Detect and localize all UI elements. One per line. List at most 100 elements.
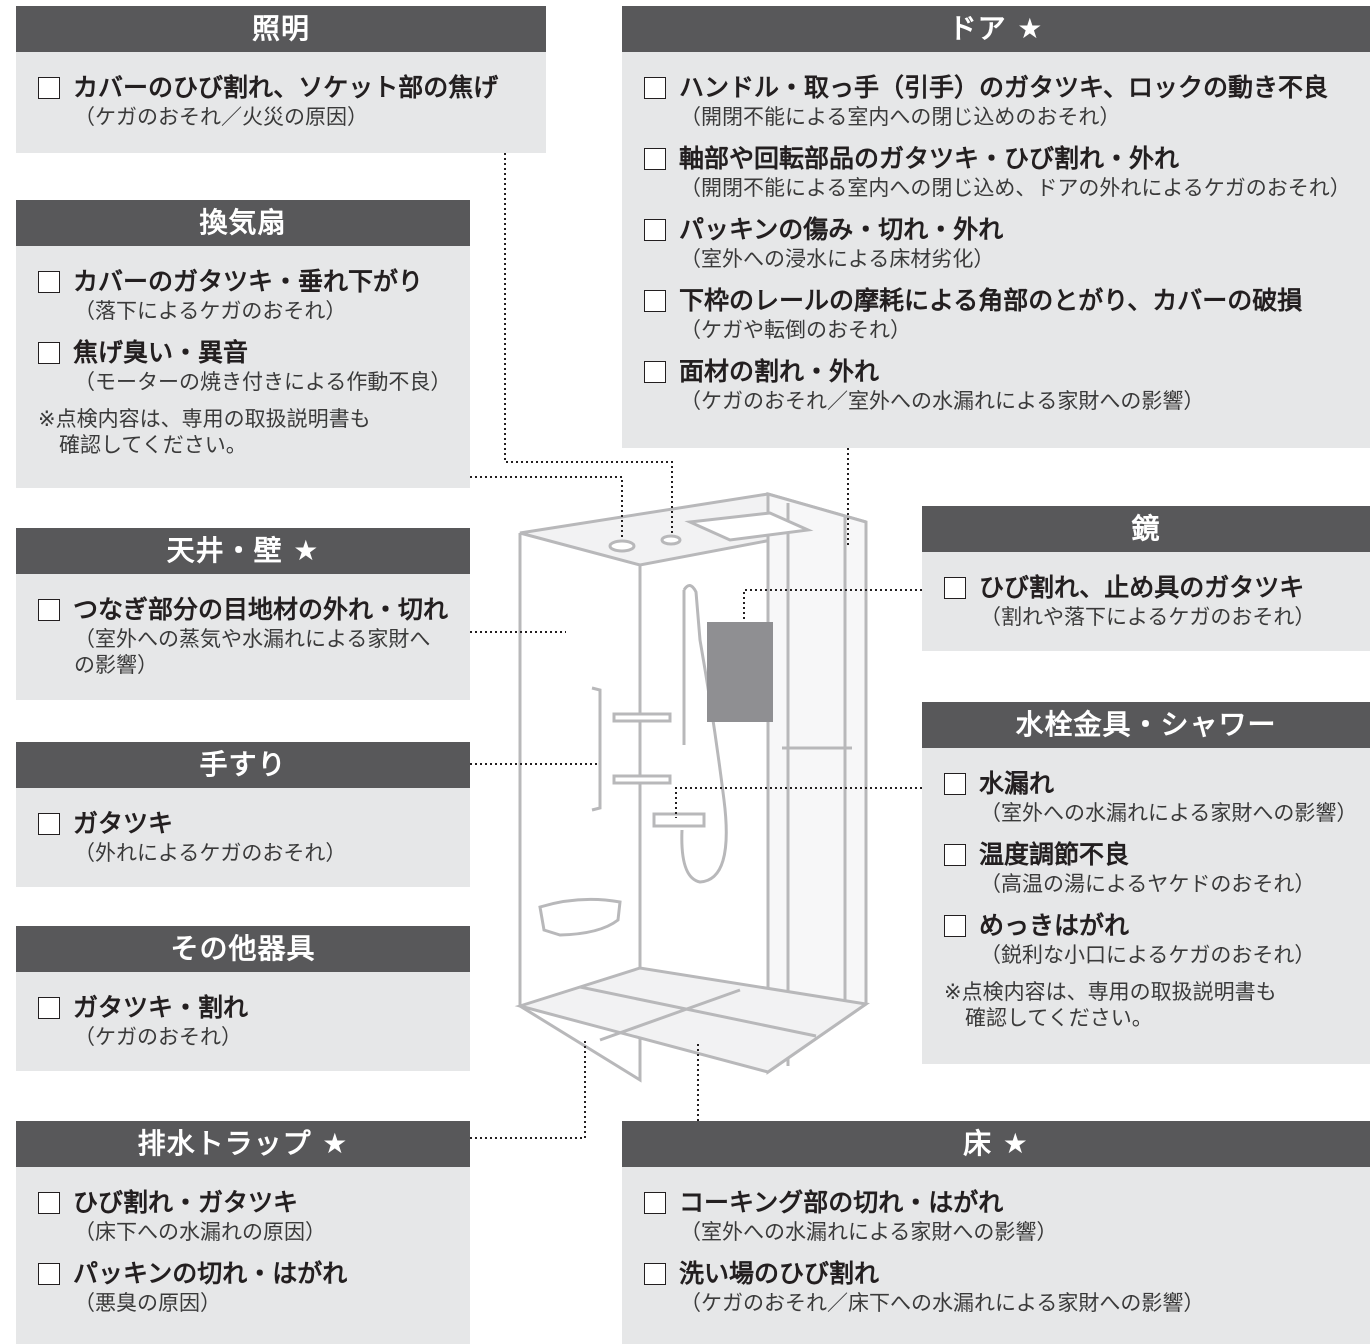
item-label: パッキンの傷み・切れ・外れ bbox=[679, 215, 1004, 244]
checklist-item: 洗い場のひび割れ （ケガのおそれ／床下への水漏れによる家財への影響） bbox=[644, 1258, 1370, 1316]
checklist-item: 下枠のレールの摩耗による角部のとがり、カバーの破損 （ケガや転倒のおそれ） bbox=[644, 285, 1370, 343]
item-label: 軸部や回転部品のガタツキ・ひび割れ・外れ bbox=[679, 144, 1180, 173]
panel-title: 照明 bbox=[16, 6, 546, 52]
footnote: ※点検内容は、専用の取扱説明書も 確認してください。 bbox=[38, 407, 371, 457]
checkbox[interactable] bbox=[644, 148, 666, 170]
item-note: （高温の湯によるヤケドのおそれ） bbox=[980, 872, 1316, 896]
item-note: （室外への浸水による床材劣化） bbox=[680, 247, 995, 271]
checkbox[interactable] bbox=[38, 77, 60, 99]
panel-ceiling-wall: 天井・壁 ★ つなぎ部分の目地材の外れ・切れ （室外への蒸気や水漏れによる家財へ… bbox=[16, 528, 470, 700]
checkbox[interactable] bbox=[644, 77, 666, 99]
checkbox[interactable] bbox=[38, 997, 60, 1019]
panel-title: ドア ★ bbox=[622, 6, 1370, 52]
item-note: （ケガのおそれ） bbox=[74, 1025, 242, 1049]
panel-door: ドア ★ ハンドル・取っ手（引手）のガタツキ、ロックの動き不良 （開閉不能による… bbox=[622, 6, 1370, 448]
item-note: （室外への蒸気や水漏れによる家財へ の影響） bbox=[74, 627, 431, 677]
item-note: （モーターの焼き付きによる作動不良） bbox=[74, 370, 452, 394]
panel-title: 換気扇 bbox=[16, 200, 470, 246]
item-label: カバーのガタツキ・垂れ下がり bbox=[73, 267, 424, 296]
item-note: （ケガのおそれ／床下への水漏れによる家財への影響） bbox=[680, 1291, 1205, 1315]
item-note: （床下への水漏れの原因） bbox=[74, 1220, 326, 1244]
checklist-item: ガタツキ・割れ （ケガのおそれ） bbox=[38, 992, 470, 1050]
item-label: 下枠のレールの摩耗による角部のとがり、カバーの破損 bbox=[679, 286, 1303, 315]
checklist-item: ガタツキ （外れによるケガのおそれ） bbox=[38, 808, 470, 866]
item-note: （開閉不能による室内への閉じ込め、ドアの外れによるケガのおそれ） bbox=[680, 176, 1351, 200]
item-note: （落下によるケガのおそれ） bbox=[74, 299, 347, 323]
checkbox[interactable] bbox=[944, 915, 966, 937]
item-note: （ケガや転倒のおそれ） bbox=[680, 318, 911, 342]
checkbox[interactable] bbox=[38, 271, 60, 293]
checklist-item: 面材の割れ・外れ （ケガのおそれ／室外への水漏れによる家財への影響） bbox=[644, 356, 1370, 414]
panel-other-fixtures: その他器具 ガタツキ・割れ （ケガのおそれ） bbox=[16, 926, 470, 1071]
checkbox[interactable] bbox=[38, 342, 60, 364]
panel-mirror: 鏡 ひび割れ、止め具のガタツキ （割れや落下によるケガのおそれ） bbox=[922, 506, 1370, 651]
panel-title: その他器具 bbox=[16, 926, 470, 972]
checklist-item: ひび割れ・ガタツキ （床下への水漏れの原因） bbox=[38, 1187, 470, 1245]
footnote: ※点検内容は、専用の取扱説明書も 確認してください。 bbox=[944, 980, 1277, 1030]
checkbox[interactable] bbox=[38, 599, 60, 621]
checklist-item: つなぎ部分の目地材の外れ・切れ （室外への蒸気や水漏れによる家財へ の影響） bbox=[38, 594, 470, 678]
panel-floor: 床 ★ コーキング部の切れ・はがれ （室外への水漏れによる家財への影響） 洗い場… bbox=[622, 1121, 1370, 1344]
checkbox[interactable] bbox=[38, 1263, 60, 1285]
item-label: ひび割れ・ガタツキ bbox=[73, 1188, 299, 1217]
checklist-item: カバーのひび割れ、ソケット部の焦げ （ケガのおそれ／火災の原因） bbox=[38, 72, 546, 130]
panel-title: 床 ★ bbox=[622, 1121, 1370, 1167]
item-note: （室外への水漏れによる家財への影響） bbox=[680, 1220, 1058, 1244]
mirror-shape bbox=[707, 622, 773, 722]
item-label: 焦げ臭い・異音 bbox=[73, 338, 249, 367]
item-label: 洗い場のひび割れ bbox=[679, 1259, 880, 1288]
checkbox[interactable] bbox=[944, 773, 966, 795]
checklist-item: 温度調節不良 （高温の湯によるヤケドのおそれ） bbox=[944, 839, 1370, 897]
item-label: ガタツキ bbox=[73, 809, 174, 838]
panel-drain-trap: 排水トラップ ★ ひび割れ・ガタツキ （床下への水漏れの原因） パッキンの切れ・… bbox=[16, 1121, 470, 1344]
item-note: （ケガのおそれ／火災の原因） bbox=[74, 105, 368, 129]
checkbox[interactable] bbox=[644, 290, 666, 312]
item-label: カバーのひび割れ、ソケット部の焦げ bbox=[73, 73, 499, 102]
panel-lighting: 照明 カバーのひび割れ、ソケット部の焦げ （ケガのおそれ／火災の原因） bbox=[16, 6, 546, 153]
item-note: （外れによるケガのおそれ） bbox=[74, 841, 347, 865]
item-note: （開閉不能による室内への閉じ込めのおそれ） bbox=[680, 105, 1121, 129]
item-label: ひび割れ、止め具のガタツキ bbox=[979, 573, 1305, 602]
item-label: ハンドル・取っ手（引手）のガタツキ、ロックの動き不良 bbox=[679, 73, 1329, 102]
checkbox[interactable] bbox=[644, 219, 666, 241]
item-label: 水漏れ bbox=[979, 769, 1055, 798]
checklist-item: めっきはがれ （鋭利な小口によるケガのおそれ） bbox=[944, 910, 1370, 968]
checkbox[interactable] bbox=[38, 1192, 60, 1214]
panel-handrail: 手すり ガタツキ （外れによるケガのおそれ） bbox=[16, 742, 470, 887]
checklist-item: ハンドル・取っ手（引手）のガタツキ、ロックの動き不良 （開閉不能による室内への閉… bbox=[644, 72, 1370, 130]
checklist-item: 水漏れ （室外への水漏れによる家財への影響） bbox=[944, 768, 1370, 826]
item-label: 面材の割れ・外れ bbox=[679, 357, 880, 386]
panel-title: 水栓金具・シャワー bbox=[922, 702, 1370, 748]
checklist-item: ひび割れ、止め具のガタツキ （割れや落下によるケガのおそれ） bbox=[944, 572, 1370, 630]
panel-title: 鏡 bbox=[922, 506, 1370, 552]
panel-faucet-shower: 水栓金具・シャワー 水漏れ （室外への水漏れによる家財への影響） 温度調節不良 … bbox=[922, 702, 1370, 1064]
checkbox[interactable] bbox=[644, 1192, 666, 1214]
item-label: コーキング部の切れ・はがれ bbox=[679, 1188, 1004, 1217]
item-label: ガタツキ・割れ bbox=[73, 993, 249, 1022]
checklist-item: カバーのガタツキ・垂れ下がり （落下によるケガのおそれ） bbox=[38, 266, 470, 324]
panel-fan: 換気扇 カバーのガタツキ・垂れ下がり （落下によるケガのおそれ） 焦げ臭い・異音… bbox=[16, 200, 470, 488]
checkbox[interactable] bbox=[944, 577, 966, 599]
panel-title: 天井・壁 ★ bbox=[16, 528, 470, 574]
unit-bath-illustration bbox=[514, 492, 870, 1083]
checklist-item: 軸部や回転部品のガタツキ・ひび割れ・外れ （開閉不能による室内への閉じ込め、ドア… bbox=[644, 143, 1370, 201]
checklist-item: コーキング部の切れ・はがれ （室外への水漏れによる家財への影響） bbox=[644, 1187, 1370, 1245]
checkbox[interactable] bbox=[644, 1263, 666, 1285]
checkbox[interactable] bbox=[644, 361, 666, 383]
panel-title: 排水トラップ ★ bbox=[16, 1121, 470, 1167]
checklist-item: パッキンの切れ・はがれ （悪臭の原因） bbox=[38, 1258, 470, 1316]
item-note: （ケガのおそれ／室外への水漏れによる家財への影響） bbox=[680, 389, 1205, 413]
panel-title: 手すり bbox=[16, 742, 470, 788]
item-label: めっきはがれ bbox=[979, 911, 1130, 940]
checkbox[interactable] bbox=[38, 813, 60, 835]
checkbox[interactable] bbox=[944, 844, 966, 866]
item-note: （悪臭の原因） bbox=[74, 1291, 221, 1315]
connector-lines bbox=[470, 153, 922, 1139]
checklist-item: パッキンの傷み・切れ・外れ （室外への浸水による床材劣化） bbox=[644, 214, 1370, 272]
item-note: （割れや落下によるケガのおそれ） bbox=[980, 605, 1316, 629]
item-label: 温度調節不良 bbox=[979, 840, 1130, 869]
item-note: （室外への水漏れによる家財への影響） bbox=[980, 801, 1358, 825]
item-note: （鋭利な小口によるケガのおそれ） bbox=[980, 943, 1316, 967]
checklist-item: 焦げ臭い・異音 （モーターの焼き付きによる作動不良） bbox=[38, 337, 470, 395]
